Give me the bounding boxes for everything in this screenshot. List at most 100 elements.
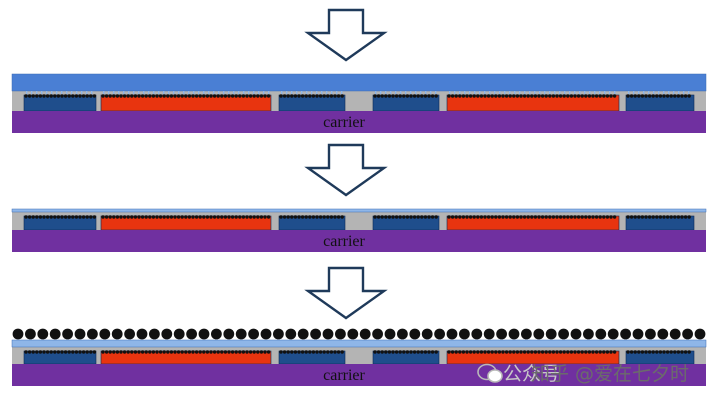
micro-bump <box>591 350 595 354</box>
micro-bump <box>476 215 480 219</box>
micro-bump <box>508 350 512 354</box>
via <box>395 91 397 94</box>
via <box>173 91 175 94</box>
micro-bump <box>304 215 308 219</box>
micro-bump <box>122 94 127 98</box>
via <box>71 91 73 94</box>
micro-bump <box>140 94 145 98</box>
micro-bump <box>230 350 235 354</box>
micro-bump <box>122 215 127 219</box>
micro-bump <box>394 215 399 219</box>
solder-ball <box>99 328 111 340</box>
micro-bump <box>85 215 89 219</box>
via <box>559 91 561 94</box>
carrier-label: carrier <box>323 233 365 250</box>
micro-bump <box>629 94 634 98</box>
micro-bump <box>644 215 648 219</box>
micro-bump <box>212 215 217 219</box>
via <box>158 91 160 94</box>
micro-bump <box>612 215 617 219</box>
micro-bump <box>230 215 235 219</box>
via <box>118 91 120 94</box>
micro-bump <box>259 215 264 219</box>
micro-bump <box>472 215 476 219</box>
micro-bump <box>180 215 184 219</box>
micro-bump <box>112 215 116 219</box>
micro-bump <box>256 94 260 98</box>
solder-ball <box>248 328 259 340</box>
micro-bump <box>45 94 50 98</box>
micro-bump <box>562 350 566 354</box>
micro-bump <box>602 215 606 219</box>
solder-ball <box>335 328 346 340</box>
micro-bump <box>311 350 316 354</box>
via <box>425 91 427 94</box>
via <box>228 91 230 94</box>
via <box>51 91 53 94</box>
solder-ball <box>632 328 644 340</box>
micro-bump <box>245 215 249 219</box>
micro-bump <box>151 350 156 354</box>
via <box>263 91 265 94</box>
micro-bump <box>605 94 610 98</box>
micro-bump <box>293 94 298 98</box>
micro-bump <box>282 215 287 219</box>
micro-bump <box>184 350 188 354</box>
micro-bump <box>562 94 566 98</box>
micro-bump <box>119 350 123 354</box>
solder-ball <box>211 328 222 340</box>
micro-bump <box>409 215 413 219</box>
micro-bump <box>380 94 384 98</box>
micro-bump <box>315 350 319 354</box>
micro-bump <box>458 94 462 98</box>
redistribution-layer <box>11 208 707 213</box>
solder-ball <box>62 328 73 340</box>
via <box>663 91 665 94</box>
micro-bump <box>454 350 458 354</box>
via <box>148 91 150 94</box>
micro-bump <box>472 94 476 98</box>
micro-bump <box>391 350 395 354</box>
micro-bump <box>569 215 574 219</box>
micro-bump <box>405 215 410 219</box>
via <box>678 91 680 94</box>
micro-bump <box>537 215 541 219</box>
micro-bump <box>687 215 691 219</box>
micro-bump <box>329 350 334 354</box>
micro-bump <box>558 350 563 354</box>
micro-bump <box>74 215 79 219</box>
micro-bump <box>140 350 145 354</box>
micro-bump <box>416 94 420 98</box>
micro-bump <box>450 215 455 219</box>
micro-bump <box>216 350 220 354</box>
via <box>519 91 521 94</box>
micro-bump <box>279 94 283 98</box>
micro-bump <box>31 350 35 354</box>
via <box>91 91 93 94</box>
micro-bump <box>205 350 210 354</box>
micro-bump <box>594 350 599 354</box>
micro-bump <box>227 215 231 219</box>
via <box>193 91 195 94</box>
micro-bump <box>423 215 428 219</box>
via <box>410 91 412 94</box>
micro-bump <box>209 350 213 354</box>
micro-bump <box>300 94 305 98</box>
micro-bump <box>504 350 509 354</box>
via <box>128 91 130 94</box>
micro-bump <box>245 350 249 354</box>
micro-bump <box>537 94 541 98</box>
micro-bump <box>486 215 491 219</box>
micro-bump <box>465 215 469 219</box>
via <box>609 91 611 94</box>
solder-ball <box>235 328 247 340</box>
via <box>504 91 506 94</box>
micro-bump <box>187 94 192 98</box>
micro-bump <box>405 350 410 354</box>
micro-bump <box>665 94 670 98</box>
via <box>198 91 200 94</box>
micro-bump <box>166 350 170 354</box>
via <box>123 91 125 94</box>
micro-bump <box>60 215 64 219</box>
micro-bump <box>340 215 344 219</box>
